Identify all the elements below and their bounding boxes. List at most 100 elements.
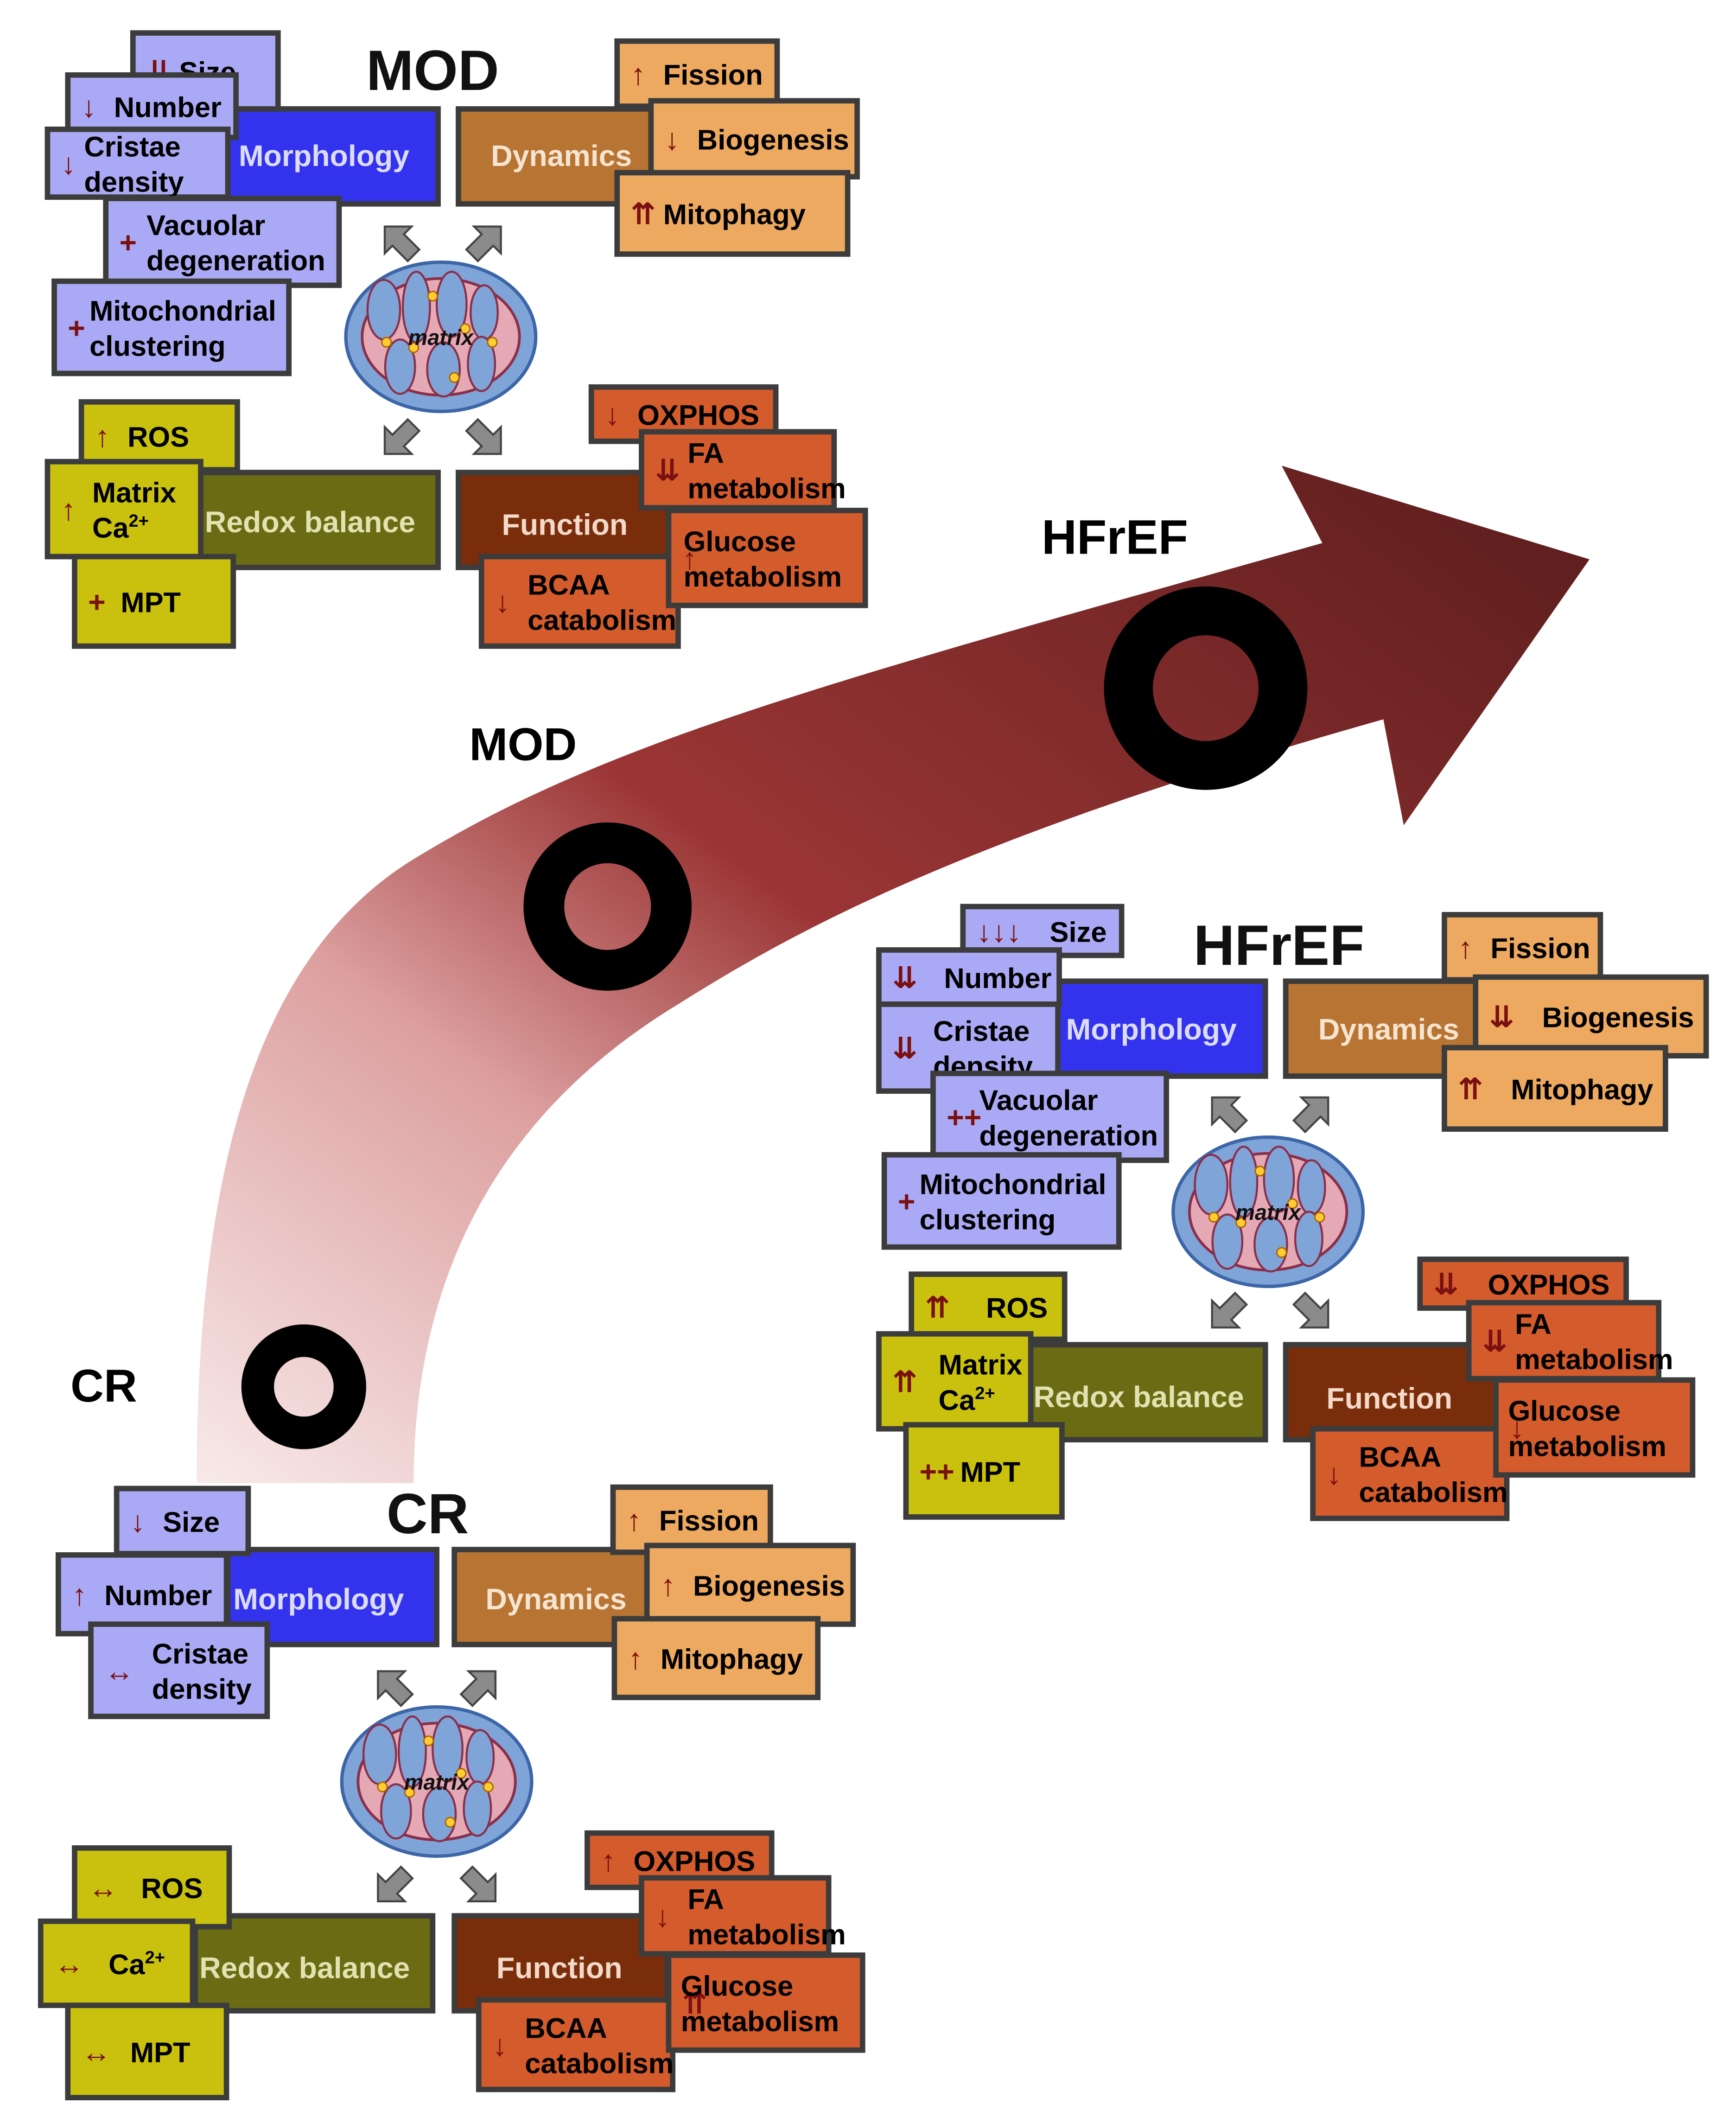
change-indicator: + — [119, 226, 137, 259]
change-indicator: ↓ — [61, 147, 76, 180]
relation-arrow-icon — [459, 1865, 497, 1903]
mitochondrion-label: matrix — [404, 1770, 470, 1794]
morphology-category-label: Morphology — [233, 1582, 404, 1616]
item-text: clustering — [89, 330, 226, 362]
function-group: Function↓OXPHOS⇊FAmetabolism↓BCAAcatabol… — [456, 384, 868, 649]
relation-arrow-icon — [459, 1670, 497, 1708]
dynamics-group: Dynamics ↑Fission ↑ Biogenesis ↑Mitophagy — [451, 1484, 856, 1700]
item-text: Number — [944, 963, 1051, 995]
change-indicator: ↑ — [628, 1642, 643, 1676]
morphology-item-size: ↓ Size — [114, 1486, 251, 1556]
function-category-label: Function — [496, 1951, 623, 1985]
change-indicator: ⇊ — [1482, 1325, 1507, 1358]
morphology-group: Morphology⇊Size↓Number↓Cristaedensity+Va… — [45, 30, 441, 376]
mitochondrion-label: matrix — [1235, 1200, 1301, 1224]
dynamics-category-label: Dynamics — [485, 1582, 626, 1616]
change-indicator: ↓ — [1326, 1458, 1341, 1491]
function-category: Function — [456, 470, 676, 570]
function-category: Function — [451, 1913, 670, 2014]
relation-arrow-icon — [377, 1670, 414, 1708]
dynamics-item-biogenesis: ↓Biogenesis — [648, 98, 860, 180]
dynamics-category: Dynamics — [456, 106, 658, 207]
change-indicator: + — [88, 585, 106, 619]
item-text: Size — [163, 1506, 220, 1538]
dynamics-group: Dynamics↑Fission↓Biogenesis⇈Mitophagy — [456, 38, 860, 257]
item-text: Number — [114, 92, 222, 124]
function-category: Function — [1283, 1342, 1506, 1442]
change-indicator: ⇊ — [892, 1032, 917, 1065]
change-indicator: ⇈ — [925, 1291, 950, 1324]
redox-item-mpt: ++MPT — [903, 1422, 1065, 1520]
item-text: degeneration — [146, 245, 325, 277]
redox-group: Redox balance↔ROS↔Ca2+↔MPT — [38, 1845, 436, 2100]
item-text: Fission — [663, 59, 763, 91]
path-label-hfref: HFrEF — [1042, 510, 1188, 565]
change-indicator: ⇊ — [1489, 1001, 1514, 1034]
item-text: Mitochondrial — [920, 1169, 1106, 1201]
change-indicator: ↑ — [661, 1569, 675, 1602]
item-text: Biogenesis — [693, 1570, 845, 1602]
change-indicator: ↓ — [605, 398, 620, 432]
change-indicator: ⇊ — [1434, 1268, 1459, 1301]
item-text: Mitochondrial — [89, 295, 276, 327]
change-indicator: ⇊ — [655, 454, 680, 487]
change-indicator: ↑ — [1458, 931, 1473, 964]
panel-title: MOD — [366, 39, 499, 102]
change-indicator: ++ — [920, 1455, 954, 1488]
item-text: Mitophagy — [663, 199, 806, 231]
change-indicator: ⇈ — [630, 198, 655, 231]
panel-hfref: Morphology↓↓↓Size⇊Number⇊Cristaedensity+… — [876, 904, 1709, 1521]
change-indicator: ↔ — [104, 1654, 134, 1688]
dynamics-item-mitophagy: ⇈Mitophagy — [614, 170, 851, 257]
change-indicator: ↓ — [495, 585, 510, 619]
item-text: Glucose — [684, 526, 796, 558]
change-indicator: ↓ — [492, 2028, 507, 2062]
relation-arrow-icon — [377, 1865, 414, 1903]
change-indicator: ↓↓↓ — [977, 915, 1022, 948]
dynamics-category-label: Dynamics — [491, 139, 632, 172]
redox-item-ca2: ↔Ca2+ — [38, 1918, 196, 2009]
item-text: Number — [104, 1580, 212, 1612]
item-text: Glucose — [1508, 1395, 1620, 1427]
redox-category-label: Redox balance — [1033, 1380, 1244, 1414]
redox-category-label: Redox balance — [205, 505, 415, 539]
item-text: BCAA — [528, 569, 610, 601]
item-text: FA — [687, 438, 724, 470]
item-text: BCAA — [1359, 1441, 1441, 1473]
change-indicator: ↓ — [130, 1505, 145, 1538]
change-indicator: ↑ — [95, 420, 110, 453]
change-indicator: ↔ — [82, 2035, 111, 2069]
relation-arrow-icon — [383, 418, 421, 455]
change-indicator: ↑ — [630, 57, 645, 91]
dynamics-item-fission: ↑Fission — [610, 1484, 773, 1555]
change-indicator: ↑ — [682, 542, 697, 575]
function-group: Function⇊OXPHOS⇊FAmetabolism↓BCAAcatabol… — [1283, 1256, 1696, 1521]
redox-item-mpt: +MPT — [72, 554, 236, 649]
change-indicator: + — [68, 311, 85, 344]
morphology-item-number: ⇊Number — [876, 947, 1062, 1007]
change-indicator: ⇈ — [1458, 1072, 1483, 1106]
item-text: Size — [1050, 916, 1107, 948]
mitochondrion-icon: matrix — [1171, 1135, 1365, 1288]
change-indicator: ⇈ — [682, 1987, 707, 2020]
function-category-label: Function — [1326, 1382, 1452, 1415]
redox-item-ros: ↔ROS — [72, 1845, 232, 1930]
dynamics-item-mitophagy: ↑Mitophagy — [611, 1616, 821, 1700]
item-text: metabolism — [1515, 1344, 1673, 1376]
dynamics-item-fission: ↑Fission — [1442, 912, 1603, 983]
item-text: density — [152, 1673, 252, 1705]
path-label-cr: CR — [70, 1360, 137, 1412]
item-text: Matrix — [92, 477, 176, 509]
change-indicator: ↑ — [72, 1578, 87, 1612]
dynamics-item-mitophagy: ⇈Mitophagy — [1442, 1045, 1668, 1132]
change-indicator: ⇈ — [892, 1365, 917, 1399]
